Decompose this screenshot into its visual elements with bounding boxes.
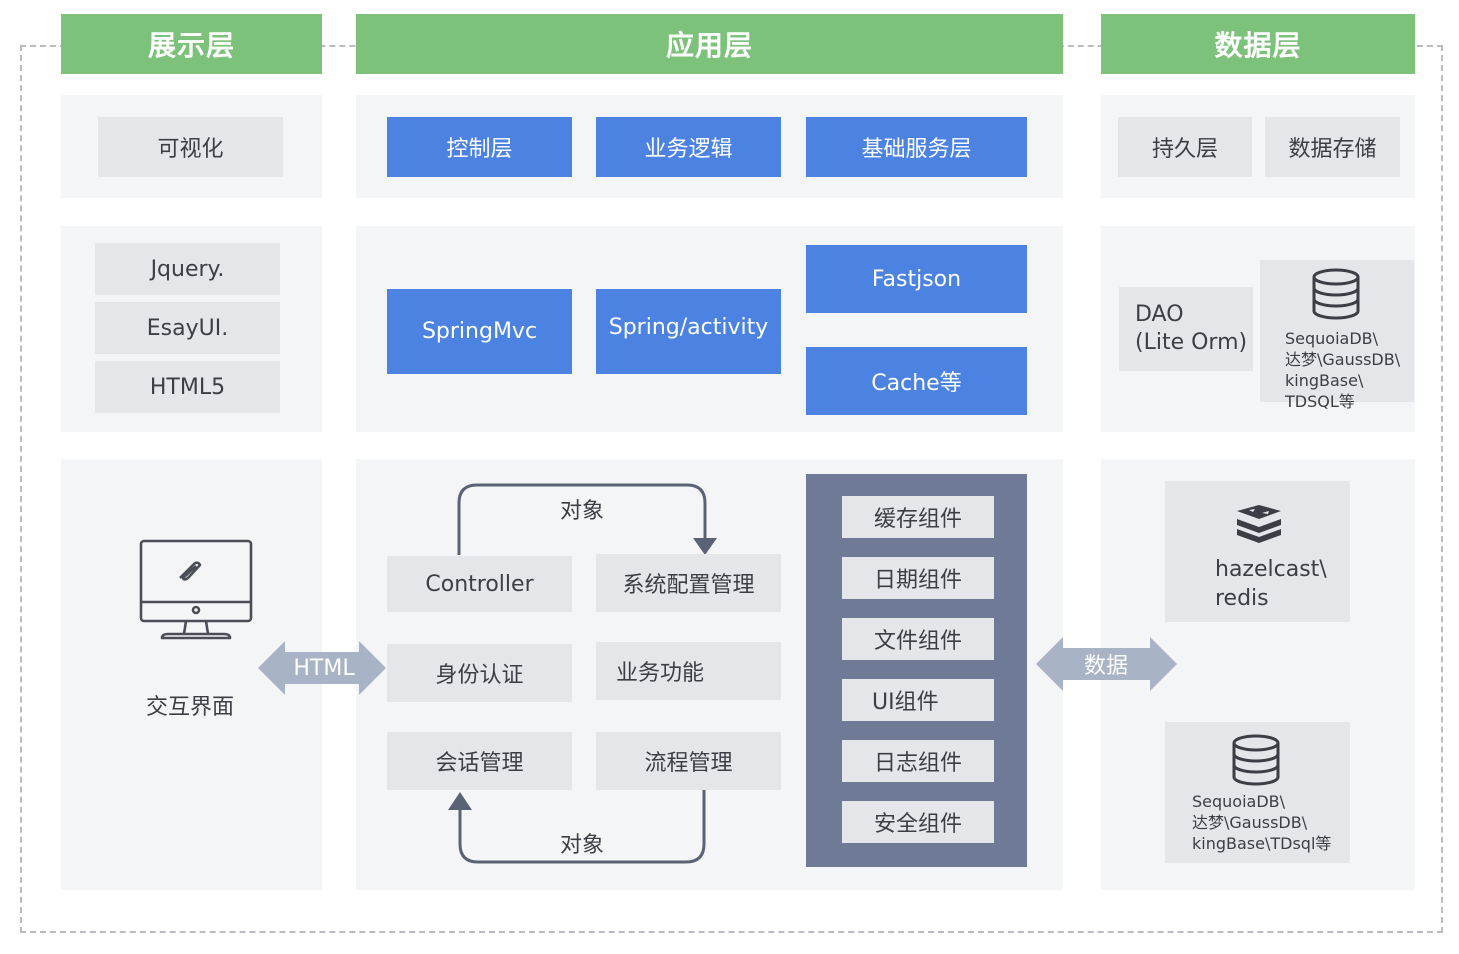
base-service-box: 基础服务层 — [806, 117, 1027, 177]
process-box: 流程管理 — [596, 732, 781, 790]
lib-html5-box: HTML5 — [95, 361, 280, 413]
persistence-box: 持久层 — [1118, 117, 1252, 177]
db2-line: kingBase\TDsql等 — [1192, 834, 1332, 853]
monitor-icon — [138, 538, 253, 642]
cache-box: Cache等 — [806, 347, 1027, 415]
component-cache: 缓存组件 — [842, 496, 994, 538]
html-arrow-label: HTML — [293, 655, 355, 681]
sys-config-box: 系统配置管理 — [596, 554, 781, 612]
db-line: SequoiaDB\ — [1285, 329, 1379, 348]
visualize-box: 可视化 — [98, 117, 283, 177]
cache-store-line-1: hazelcast\ — [1215, 557, 1327, 582]
db-line: kingBase\ — [1285, 371, 1364, 390]
db2-line: 达梦\GaussDB\ — [1192, 813, 1308, 832]
component-ui: UI组件 — [842, 679, 994, 721]
storage-box: 数据存储 — [1265, 117, 1400, 177]
lib-easyui-box: EsayUI. — [95, 302, 280, 354]
business-logic-box: 业务逻辑 — [596, 117, 781, 177]
lib-jquery-box: Jquery. — [95, 243, 280, 295]
auth-box: 身份认证 — [387, 644, 572, 702]
double-arrow-icon — [1036, 637, 1177, 691]
business-function-box: 业务功能 — [596, 642, 781, 700]
double-arrow-icon — [258, 641, 386, 695]
component-date: 日期组件 — [842, 557, 994, 599]
springmvc-box: SpringMvc — [387, 289, 572, 374]
database-box-top: SequoiaDB\ 达梦\GaussDB\ kingBase\ TDSQL等 — [1260, 260, 1414, 411]
dao-line-1: DAO — [1135, 302, 1184, 327]
component-security: 安全组件 — [842, 801, 994, 843]
database-box-bottom: SequoiaDB\ 达梦\GaussDB\ kingBase\TDsql等 — [1165, 722, 1350, 863]
cache-store-line-2: redis — [1215, 586, 1269, 611]
header-presentation: 展示层 — [61, 14, 322, 74]
data-arrow-label: 数据 — [1083, 654, 1128, 679]
header-application: 应用层 — [356, 14, 1063, 74]
object-label-top: 对象 — [559, 499, 604, 524]
session-box: 会话管理 — [387, 732, 572, 790]
db-line: 达梦\GaussDB\ — [1285, 350, 1401, 369]
db-line: TDSQL等 — [1285, 392, 1355, 411]
component-file: 文件组件 — [842, 618, 994, 660]
database-icon — [1311, 268, 1361, 320]
control-layer-box: 控制层 — [387, 117, 572, 177]
component-log: 日志组件 — [842, 740, 994, 782]
header-data: 数据层 — [1101, 14, 1415, 74]
redis-icon — [1235, 505, 1283, 545]
dao-line-2: (Lite Orm) — [1135, 330, 1248, 355]
dao-box: DAO (Lite Orm) — [1119, 287, 1253, 371]
spring-activity-box: Spring/activity — [596, 289, 781, 374]
controller-box: Controller — [387, 556, 572, 612]
loop-arrow-icon — [446, 788, 710, 866]
database-icon — [1231, 734, 1281, 786]
interaction-label: 交互界面 — [145, 695, 234, 720]
fastjson-box: Fastjson — [806, 245, 1027, 313]
loop-arrow-icon — [455, 483, 717, 568]
db2-line: SequoiaDB\ — [1192, 792, 1286, 811]
object-label-bottom: 对象 — [559, 833, 604, 858]
cache-store-box: hazelcast\ redis — [1165, 481, 1350, 622]
